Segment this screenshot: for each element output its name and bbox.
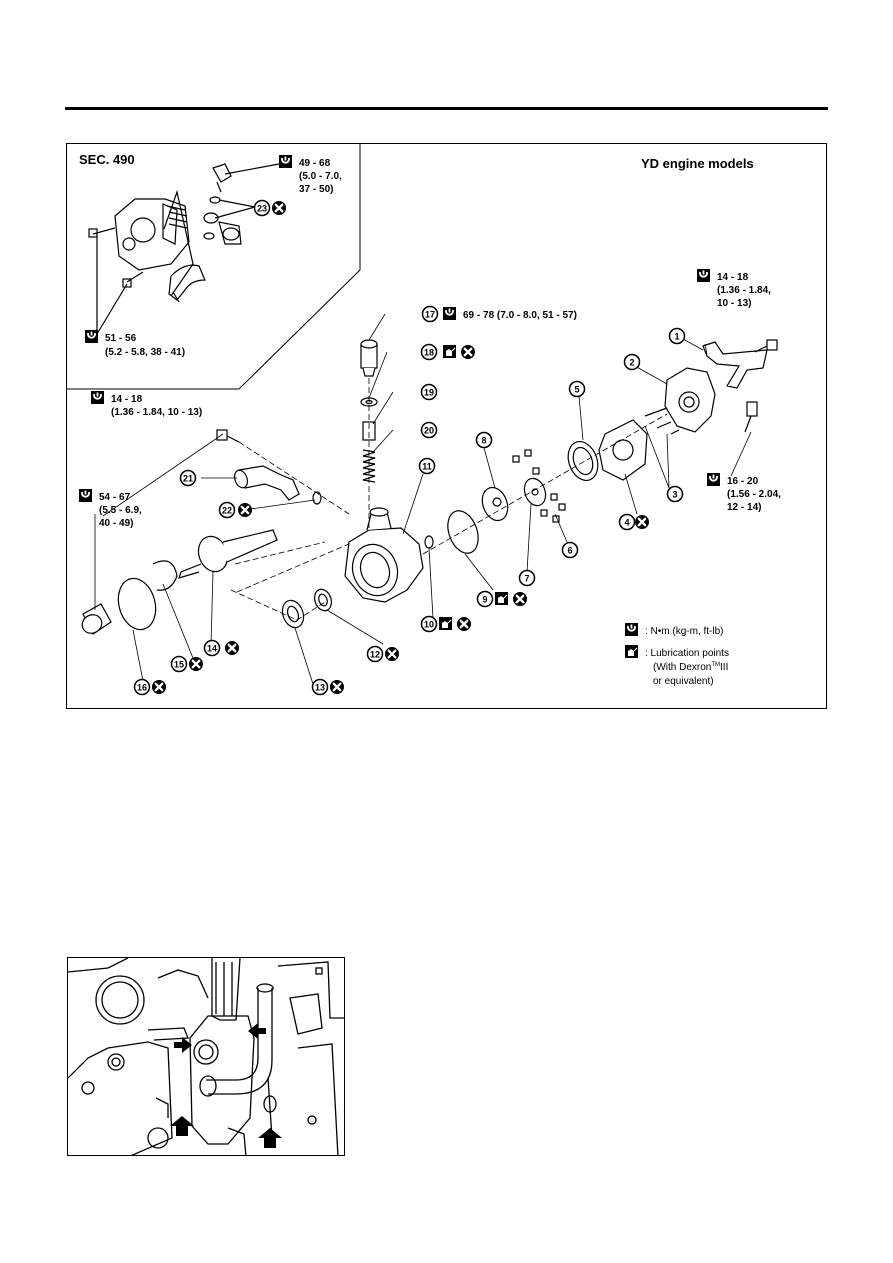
callout-13: 13 — [315, 683, 325, 693]
callout-15: 15 — [174, 660, 184, 670]
callout-9: 9 — [482, 595, 487, 605]
legend-torque-unit: : N•m (kg-m, ft-lb) — [645, 626, 724, 637]
callout-2: 2 — [629, 358, 634, 368]
callout-11: 11 — [422, 462, 432, 472]
legend-lubrication-l2: (With DexronTMIII — [653, 662, 728, 673]
torque-51-56-l1: 51 - 56 — [105, 333, 137, 344]
callout-18: 18 — [424, 348, 434, 358]
callout-3: 3 — [672, 490, 677, 500]
legend-lubrication-l1: : Lubrication points — [645, 648, 729, 659]
section-label: SEC. 490 — [79, 152, 135, 167]
callout-23: 23 — [253, 199, 271, 217]
torque-left-14-18-l1: 14 - 18 — [111, 394, 143, 405]
torque-bracket-l2: (1.36 - 1.84, — [717, 285, 771, 296]
callout-16: 16 — [137, 683, 147, 693]
torque-labels: 69 - 78 (7.0 - 8.0, 51 - 57) 14 - 18 (1.… — [78, 268, 781, 529]
torque-16-20-l1: 16 - 20 — [727, 476, 759, 487]
callout-icons — [150, 306, 651, 696]
exploded-parts — [81, 339, 778, 635]
lubrication-oil-can-icon — [624, 644, 639, 659]
callout-14: 14 — [207, 644, 217, 654]
callout-4: 4 — [624, 518, 629, 528]
inset-panel: SEC. 490 — [67, 144, 361, 390]
callout-10: 10 — [424, 620, 434, 630]
page-top-rule — [65, 107, 828, 110]
legend-lubrication-l3: or equivalent) — [653, 676, 714, 687]
torque-51-56-l2: (5.2 - 5.8, 38 - 41) — [105, 347, 185, 358]
torque-16-20-l3: 12 - 14) — [727, 502, 761, 513]
torque-bracket-l1: 14 - 18 — [717, 272, 749, 283]
do-not-reuse-icon — [270, 199, 288, 217]
torque-item17: 69 - 78 (7.0 - 8.0, 51 - 57) — [463, 310, 577, 321]
callout-5: 5 — [574, 385, 579, 395]
callout-17: 17 — [425, 310, 435, 320]
torque-left-14-18-l2: (1.36 - 1.84, 10 - 13) — [111, 407, 202, 418]
alignment-lines — [230, 378, 668, 621]
torque-bracket-l3: 10 - 13) — [717, 298, 751, 309]
callout-20: 20 — [424, 426, 434, 436]
torque-49-68-l2: (5.0 - 7.0, — [299, 171, 342, 182]
inset-pump-drawing — [88, 163, 280, 335]
torque-54-67-l1: 54 - 67 — [99, 492, 131, 503]
torque-49-68-l1: 49 - 68 — [299, 158, 331, 169]
torque-16-20-l2: (1.56 - 2.04, — [727, 489, 781, 500]
callout-8: 8 — [481, 436, 486, 446]
callout-22: 22 — [222, 506, 232, 516]
svg-text:23: 23 — [257, 204, 267, 214]
callouts: 1 2 3 4 5 6 7 8 9 10 11 12 13 14 15 16 1… — [133, 305, 686, 696]
callout-6: 6 — [567, 546, 572, 556]
callout-19: 19 — [424, 388, 434, 398]
callout-21: 21 — [183, 474, 193, 484]
arrow-icon — [170, 1023, 282, 1148]
torque-54-67-l3: 40 - 49) — [99, 518, 133, 529]
callout-12: 12 — [370, 650, 380, 660]
callout-1: 1 — [674, 332, 679, 342]
pump-mounting-photo — [67, 957, 345, 1156]
torque-49-68-l3: 37 - 50) — [299, 184, 333, 195]
exploded-view-figure: SEC. 490 — [66, 143, 827, 709]
photo-line-art — [68, 958, 344, 1155]
legend: : N•m (kg-m, ft-lb) : Lubrication points… — [624, 622, 729, 687]
model-label: YD engine models — [641, 156, 754, 171]
leader-lines — [94, 313, 752, 687]
callout-7: 7 — [524, 574, 529, 584]
torque-54-67-l2: (5.5 - 6.9, — [99, 505, 142, 516]
torque-wrench-icon — [624, 622, 639, 637]
